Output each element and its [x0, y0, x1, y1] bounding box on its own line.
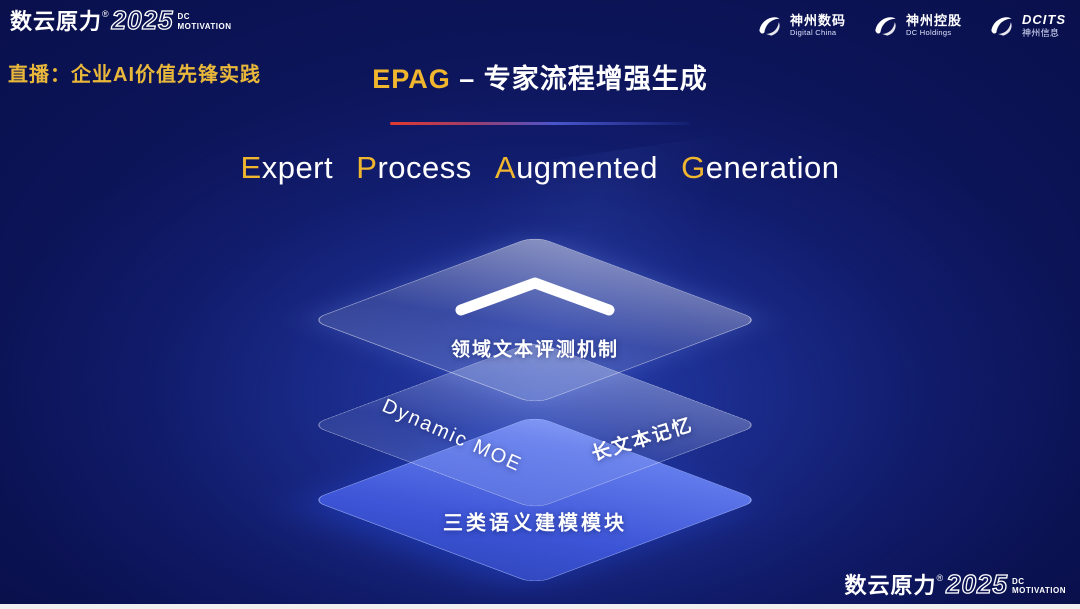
- page-subtitle: Expert Process Augmented Generation: [0, 150, 1080, 186]
- partner-name-en: DC Holdings: [905, 27, 952, 37]
- partner-name-en: 神州信息: [1022, 27, 1060, 38]
- brand-motivation: MOTIVATION: [1011, 585, 1066, 595]
- digital-china-logo-icon: [756, 12, 783, 39]
- page-title-accent: EPAG: [372, 64, 451, 94]
- brand-dc: DC: [177, 12, 191, 22]
- registered-mark: ®: [936, 573, 944, 584]
- brand-name: 数云原力: [10, 8, 103, 34]
- partner-digital-china: 神州数码 Digital China: [756, 12, 846, 39]
- partner-dcits: DCITS 神州信息: [988, 12, 1066, 39]
- partner-text: DCITS 神州信息: [1022, 11, 1066, 38]
- subtitle-word: Process: [356, 150, 472, 185]
- brand-logo-top: 数云原力®2025 DC MOTIVATION: [10, 5, 232, 35]
- brand-dc-motivation: DC MOTIVATION: [178, 12, 232, 32]
- registered-mark: ®: [102, 9, 109, 19]
- dcits-logo-icon: [988, 12, 1015, 39]
- bottom-white-strip: [0, 604, 1080, 609]
- subtitle-word: Generation: [681, 150, 840, 185]
- subtitle-word: Augmented: [494, 150, 658, 185]
- brand-dc-motivation: DC MOTIVATION: [1012, 577, 1066, 597]
- partner-text: 神州控股 DC Holdings: [905, 12, 962, 38]
- brand-year: 2025: [945, 569, 1008, 600]
- bottom-layer-label: 三类语义建模模块: [443, 512, 627, 535]
- partner-name-cn: 神州数码: [789, 12, 846, 28]
- partner-name-cn: DCITS: [1022, 11, 1066, 27]
- partner-logos: 神州数码 Digital China 神州控股 DC Holdings DCIT…: [756, 12, 1066, 39]
- subtitle-word: Expert: [240, 150, 334, 185]
- chevron-up-icon: [455, 277, 615, 316]
- brand-motivation: MOTIVATION: [177, 21, 232, 31]
- partner-text: 神州数码 Digital China: [789, 12, 846, 38]
- live-broadcast-label: 直播：企业AI价值先锋实践: [8, 64, 261, 86]
- partner-dc-holdings: 神州控股 DC Holdings: [872, 12, 962, 39]
- brand-dc: DC: [1011, 576, 1025, 586]
- brand-year: 2025: [111, 5, 174, 35]
- partner-name-en: Digital China: [789, 27, 837, 37]
- brand-name: 数云原力: [844, 573, 937, 598]
- dc-holdings-logo-icon: [872, 12, 899, 39]
- partner-name-cn: 神州控股: [905, 12, 962, 28]
- brand-logo-bottom: 数云原力®2025 DC MOTIVATION: [844, 569, 1066, 600]
- layer-top-panel: [310, 235, 760, 405]
- page-title-rest: – 专家流程增强生成: [450, 64, 708, 94]
- top-layer-label: 领域文本评测机制: [450, 339, 620, 361]
